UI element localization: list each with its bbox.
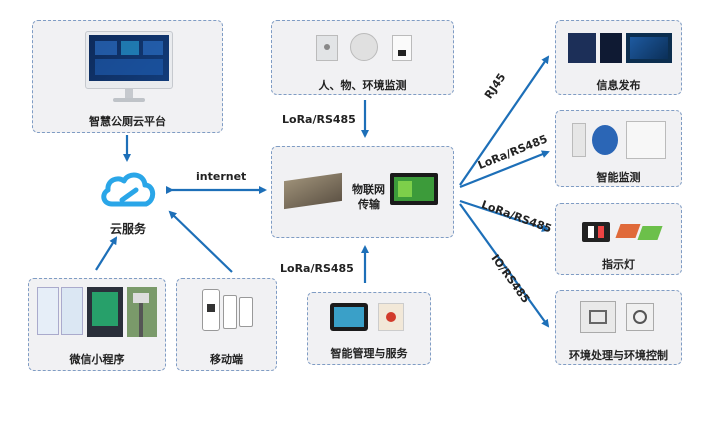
monitor-box: 智能监测 (555, 110, 682, 187)
meter-image-1 (572, 123, 586, 157)
panel-image (390, 173, 438, 205)
sign-image (127, 287, 157, 337)
indicator-box: 指示灯 (555, 203, 682, 275)
arrow-miniprogram-to-cloud (95, 236, 118, 271)
cloud-service: 云服务 (98, 168, 158, 240)
meter-image-3 (626, 121, 666, 159)
monitor-label: 智能监测 (596, 171, 641, 184)
tablet-image (330, 303, 368, 331)
mgmt-box: 智能管理与服务 (307, 292, 431, 365)
env-box: 环境处理与环境控制 (555, 290, 682, 365)
sensor-image-2 (350, 33, 378, 61)
arrow-iot-to-info (459, 55, 550, 186)
sensing-box: 人、物、环境监测 (271, 20, 454, 95)
phone-image-1 (202, 289, 220, 331)
iot-label-1: 物联网 (352, 183, 385, 196)
phone-image-2 (223, 295, 237, 329)
monitor-image (85, 31, 173, 103)
arrow-iot-to-env (459, 203, 550, 328)
phone-image-3 (239, 297, 253, 327)
miniprogram-label: 微信小程序 (69, 353, 125, 366)
mobile-label: 移动端 (210, 353, 243, 366)
mobile-box: 移动端 (176, 278, 277, 371)
iot-box: 物联网 传输 (271, 146, 454, 238)
gateway-image (284, 172, 342, 210)
sensing-label: 人、物、环境监测 (318, 79, 407, 92)
env-label: 环境处理与环境控制 (569, 349, 668, 362)
fan-image (580, 301, 616, 333)
meter-image-2 (592, 125, 618, 155)
cloud-icon (101, 172, 156, 207)
info-label: 信息发布 (596, 79, 641, 92)
indicator-image-1 (582, 222, 610, 242)
kiosk-image (87, 287, 123, 337)
platform-label: 智慧公厕云平台 (89, 115, 166, 128)
platform-box: 智慧公厕云平台 (32, 20, 223, 133)
miniprogram-box: 微信小程序 (28, 278, 166, 371)
sensor-image-3 (392, 35, 412, 61)
info-image-3 (626, 33, 672, 63)
cloud-label: 云服务 (109, 222, 146, 236)
arrow-iot-to-monitor (459, 150, 550, 189)
sensor-image-1 (316, 35, 338, 61)
indicator-label: 指示灯 (602, 258, 635, 271)
button-device-image (378, 303, 404, 331)
indicator-image-2 (615, 224, 641, 238)
arrow-mobile-to-cloud (168, 210, 233, 273)
edge-label-internet: internet (196, 170, 247, 183)
info-box: 信息发布 (555, 20, 682, 95)
iot-label-2: 传输 (358, 198, 380, 211)
info-image-1 (568, 33, 596, 63)
relay-image (626, 303, 654, 331)
mgmt-label: 智能管理与服务 (330, 347, 408, 360)
info-image-2 (600, 33, 622, 63)
arrow-iot-to-indicator (459, 199, 550, 232)
phone-screenshot-1 (37, 287, 59, 335)
indicator-image-3 (637, 226, 663, 240)
phone-screenshot-2 (61, 287, 83, 335)
edge-label-lora-bottom: LoRa/RS485 (280, 262, 354, 275)
edge-label-lora-top: LoRa/RS485 (282, 113, 356, 126)
